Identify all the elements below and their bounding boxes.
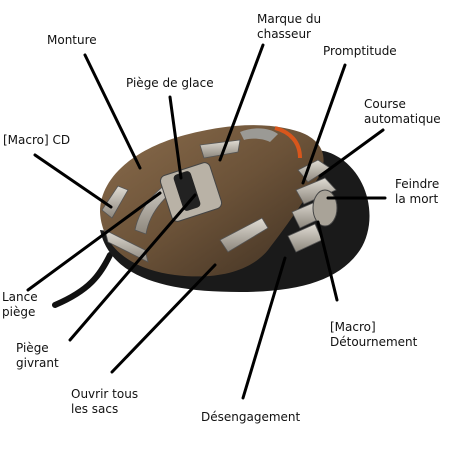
label-feindre-la-mort: Feindre la mort [395,177,440,206]
label-monture: Monture [47,33,97,47]
accent-stripe [274,126,302,159]
thumb-button-2 [295,177,337,205]
label-macro-cd: [Macro] CD [3,133,71,147]
label-piege-de-glace: Piège de glace [126,76,214,90]
leader-desengagement [241,256,287,400]
side-button-cd [101,185,129,219]
leader-course [318,128,385,178]
right-button-trim [219,217,269,253]
side-button-strip [104,229,149,263]
leader-piege-givrant [68,193,197,342]
label-course-automatique: Course automatique [364,97,441,126]
leader-piege-glace [168,95,183,180]
leader-ouvrir-sacs [110,263,217,374]
label-desengagement: Désengagement [201,410,301,424]
mouse-cable [52,252,113,308]
label-promptitude: Promptitude [323,44,397,58]
label-piege-givrant: Piège givrant [16,341,59,370]
thumb-button-round [312,189,338,227]
leader-promptitude [301,63,347,185]
leader-lance-piege [26,191,162,292]
leader-macro-cd [33,153,113,209]
leader-macro-detournement [316,220,339,302]
label-ouvrir-tous-les-sacs: Ouvrir tous les sacs [71,387,139,416]
label-macro-detournement: [Macro] Détournement [330,320,418,349]
label-lance-piege: Lance piège [2,290,38,319]
leader-monture [83,53,142,170]
logo-plate [240,128,278,142]
label-marque-du-chasseur: Marque du chasseur [257,12,322,41]
scroll-wheel [173,171,201,211]
leader-marque [218,43,265,162]
leader-lines [26,43,387,400]
